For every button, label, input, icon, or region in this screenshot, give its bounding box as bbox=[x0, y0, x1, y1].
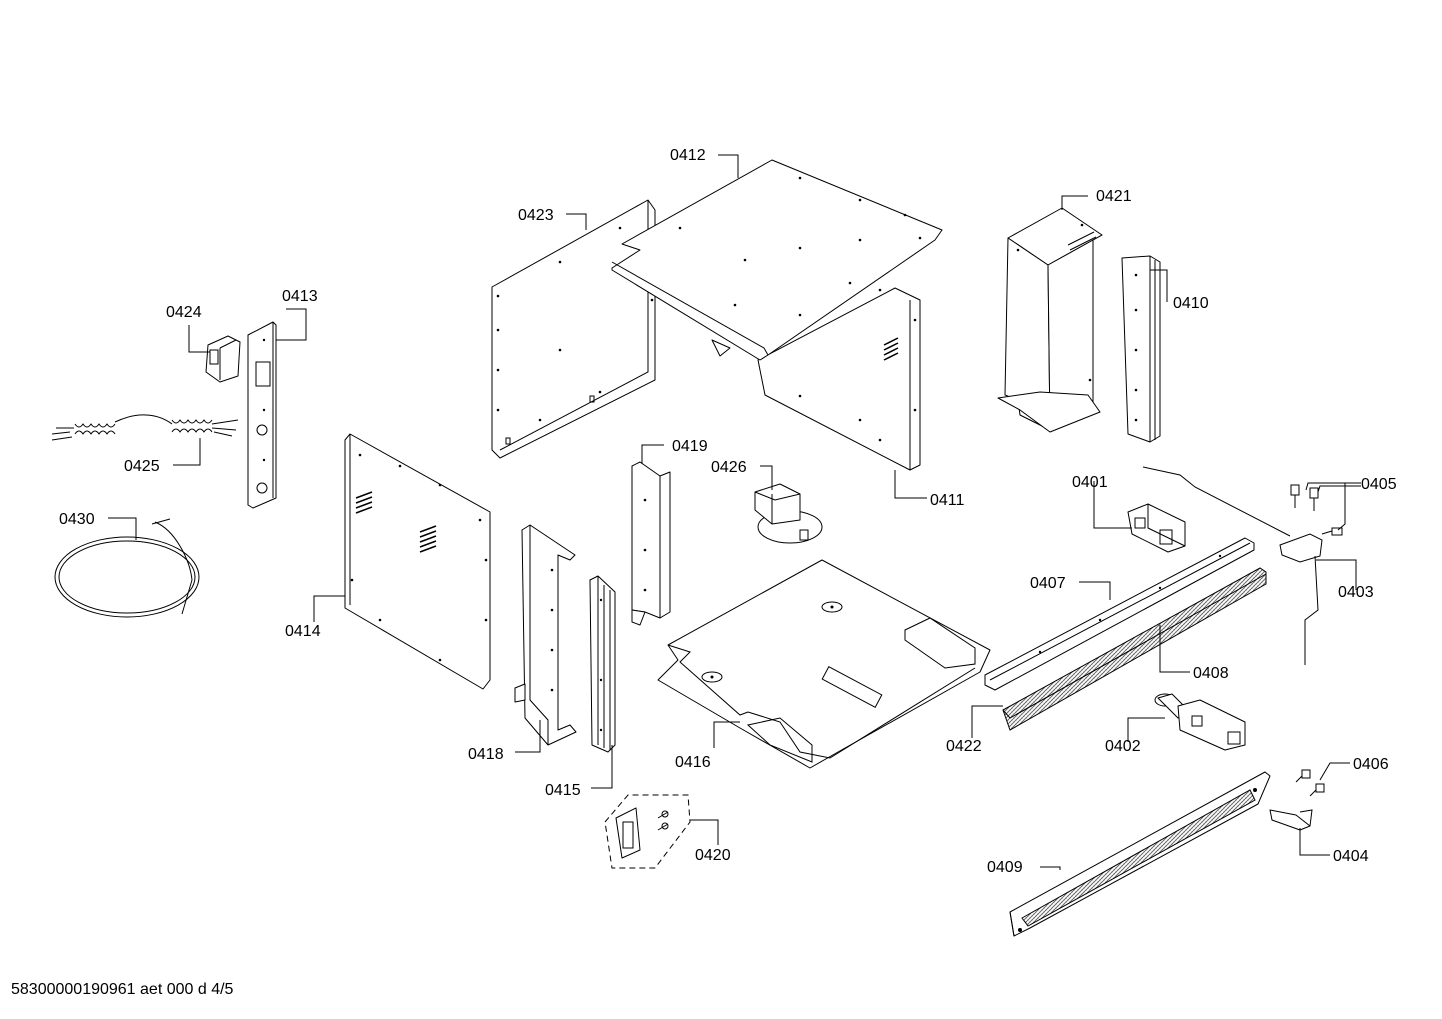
label-0407[interactable]: 0407 bbox=[1030, 575, 1066, 592]
label-0419[interactable]: 0419 bbox=[672, 438, 708, 455]
label-0405[interactable]: 0405 bbox=[1361, 476, 1397, 493]
label-0403[interactable]: 0403 bbox=[1338, 584, 1374, 601]
label-0422[interactable]: 0422 bbox=[946, 738, 982, 755]
part-0413-control-strip[interactable] bbox=[247, 321, 277, 509]
part-0426-fan-motor[interactable] bbox=[754, 483, 823, 544]
part-0414-side-panel[interactable] bbox=[344, 433, 491, 690]
part-0430-coiled-cable[interactable] bbox=[54, 518, 200, 618]
part-0412-top-cover[interactable] bbox=[611, 159, 943, 361]
label-0401[interactable]: 0401 bbox=[1072, 474, 1108, 491]
label-0418[interactable]: 0418 bbox=[468, 746, 504, 763]
part-0403-sensor[interactable] bbox=[1142, 466, 1323, 665]
label-0408[interactable]: 0408 bbox=[1193, 665, 1229, 682]
part-0425-cable[interactable] bbox=[51, 414, 239, 441]
drawing-code: 58300000190961 aet 000 d 4/5 bbox=[11, 981, 234, 998]
part-0409-lower-rail[interactable] bbox=[1009, 771, 1271, 937]
part-0420-mounting-kit[interactable] bbox=[604, 794, 691, 869]
label-0415[interactable]: 0415 bbox=[545, 782, 581, 799]
part-0406-screws[interactable] bbox=[1295, 769, 1325, 797]
label-0402[interactable]: 0402 bbox=[1105, 738, 1141, 755]
part-0410-vertical-rail[interactable] bbox=[1121, 255, 1161, 443]
part-0415-side-rail[interactable] bbox=[589, 575, 616, 753]
part-0408-mesh-strip[interactable] bbox=[1002, 567, 1267, 731]
part-0421-air-duct[interactable] bbox=[997, 207, 1103, 433]
label-0420[interactable]: 0420 bbox=[695, 847, 731, 864]
part-0419-bracket[interactable] bbox=[631, 461, 671, 626]
label-0423[interactable]: 0423 bbox=[518, 207, 554, 224]
part-0407-front-rail[interactable] bbox=[984, 537, 1255, 691]
label-0413[interactable]: 0413 bbox=[282, 288, 318, 305]
part-0424-terminal-box[interactable] bbox=[205, 335, 241, 383]
part-0411-back-panel[interactable] bbox=[711, 287, 921, 471]
leader-lines bbox=[108, 154, 1361, 870]
label-0406[interactable]: 0406 bbox=[1353, 756, 1389, 773]
label-0421[interactable]: 0421 bbox=[1096, 188, 1132, 205]
label-0426[interactable]: 0426 bbox=[711, 459, 747, 476]
part-labels: 0412 0423 0421 0410 0411 0413 0424 0425 … bbox=[59, 147, 1397, 876]
label-0424[interactable]: 0424 bbox=[166, 304, 202, 321]
label-0411[interactable]: 0411 bbox=[930, 492, 965, 509]
label-0414[interactable]: 0414 bbox=[285, 623, 321, 640]
part-0416-base-tray[interactable] bbox=[657, 559, 991, 769]
part-0402-lamp-holder[interactable] bbox=[1154, 693, 1246, 751]
part-0404-latch[interactable] bbox=[1269, 809, 1313, 831]
label-0425[interactable]: 0425 bbox=[124, 458, 160, 475]
label-0404[interactable]: 0404 bbox=[1333, 848, 1369, 865]
part-0418-vertical-bracket[interactable] bbox=[514, 524, 577, 746]
label-0412[interactable]: 0412 bbox=[670, 147, 706, 164]
part-0401-connector[interactable] bbox=[1127, 503, 1186, 553]
label-0409[interactable]: 0409 bbox=[987, 859, 1023, 876]
label-0430[interactable]: 0430 bbox=[59, 511, 95, 528]
label-0410[interactable]: 0410 bbox=[1173, 295, 1209, 312]
part-0423-side-panel[interactable] bbox=[491, 199, 656, 459]
part-0405-screws[interactable] bbox=[1290, 484, 1343, 536]
label-0416[interactable]: 0416 bbox=[675, 754, 711, 771]
